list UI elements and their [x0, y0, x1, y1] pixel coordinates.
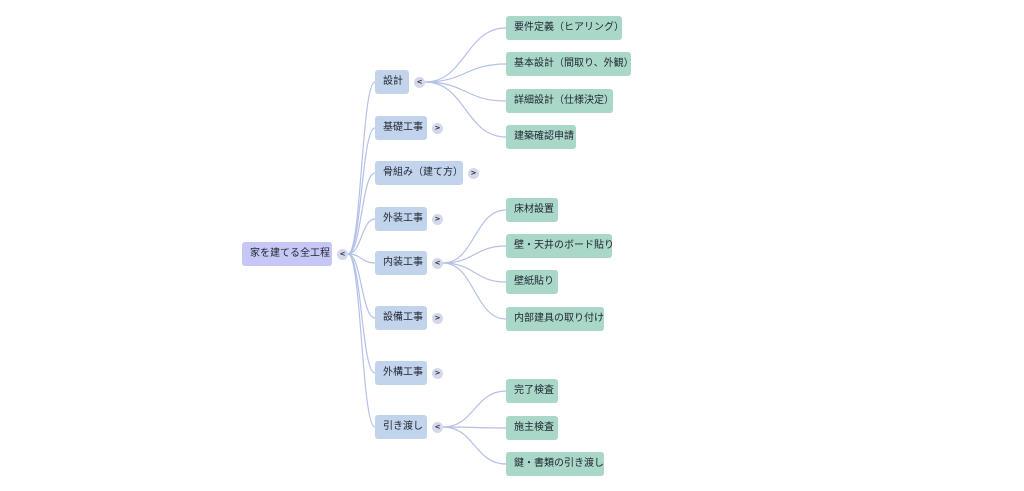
edge-branch-to-leaf — [442, 390, 507, 428]
leaf-node[interactable]: 基本設計（間取り、外観） — [506, 52, 634, 76]
edge-branch-to-leaf — [424, 63, 507, 83]
leaf-node[interactable]: 鍵・書類の引き渡し — [506, 452, 604, 476]
branch-node[interactable]: 骨組み（建て方） — [375, 161, 463, 185]
branch-node[interactable]: 外装工事 — [375, 207, 427, 231]
expand-toggle[interactable]: > — [432, 213, 443, 225]
edge-branch-to-leaf — [442, 245, 507, 264]
leaf-node[interactable]: 床材設置 — [506, 198, 558, 222]
expand-toggle[interactable]: > — [468, 167, 479, 179]
collapse-toggle[interactable]: < — [414, 76, 425, 88]
edge-branch-to-leaf — [442, 262, 507, 283]
leaf-node[interactable]: 施主検査 — [506, 416, 558, 440]
edge-root-to-branch — [347, 127, 376, 255]
edge-branch-to-leaf — [424, 27, 507, 83]
branch-node[interactable]: 内装工事 — [375, 251, 427, 275]
edge-branch-to-leaf — [442, 426, 507, 465]
collapse-toggle[interactable]: < — [432, 421, 443, 433]
expand-toggle[interactable]: > — [432, 367, 443, 379]
leaf-node[interactable]: 建築確認申請 — [506, 125, 576, 149]
edge-root-to-branch — [347, 253, 376, 264]
collapse-toggle[interactable]: < — [432, 257, 443, 269]
leaf-node[interactable]: 完了検査 — [506, 379, 558, 403]
branch-node[interactable]: 外構工事 — [375, 361, 427, 385]
leaf-node[interactable]: 壁紙貼り — [506, 270, 558, 294]
leaf-node[interactable]: 詳細設計（仕様決定） — [506, 89, 614, 113]
leaf-node[interactable]: 内部建具の取り付け — [506, 307, 604, 331]
expand-toggle[interactable]: > — [432, 122, 443, 134]
root-node[interactable]: 家を建てる全工程 — [242, 242, 332, 266]
edge-branch-to-leaf — [442, 426, 507, 429]
edge-branch-to-leaf — [442, 262, 507, 320]
root-collapse-toggle[interactable]: < — [337, 248, 348, 260]
branch-node[interactable]: 引き渡し — [375, 415, 427, 439]
edge-root-to-branch — [347, 253, 376, 319]
edge-root-to-branch — [347, 172, 376, 255]
edge-branch-to-leaf — [424, 81, 507, 102]
expand-toggle[interactable]: > — [432, 312, 443, 324]
edge-root-to-branch — [347, 253, 376, 374]
branch-node[interactable]: 設計 — [375, 70, 409, 94]
leaf-node[interactable]: 壁・天井のボード貼り — [506, 234, 614, 258]
leaf-node[interactable]: 要件定義（ヒアリング） — [506, 16, 624, 40]
edge-root-to-branch — [347, 218, 376, 255]
branch-node[interactable]: 基礎工事 — [375, 116, 427, 140]
edge-root-to-branch — [347, 81, 376, 255]
edge-root-to-branch — [347, 253, 376, 428]
branch-node[interactable]: 設備工事 — [375, 306, 427, 330]
edge-branch-to-leaf — [442, 209, 507, 264]
